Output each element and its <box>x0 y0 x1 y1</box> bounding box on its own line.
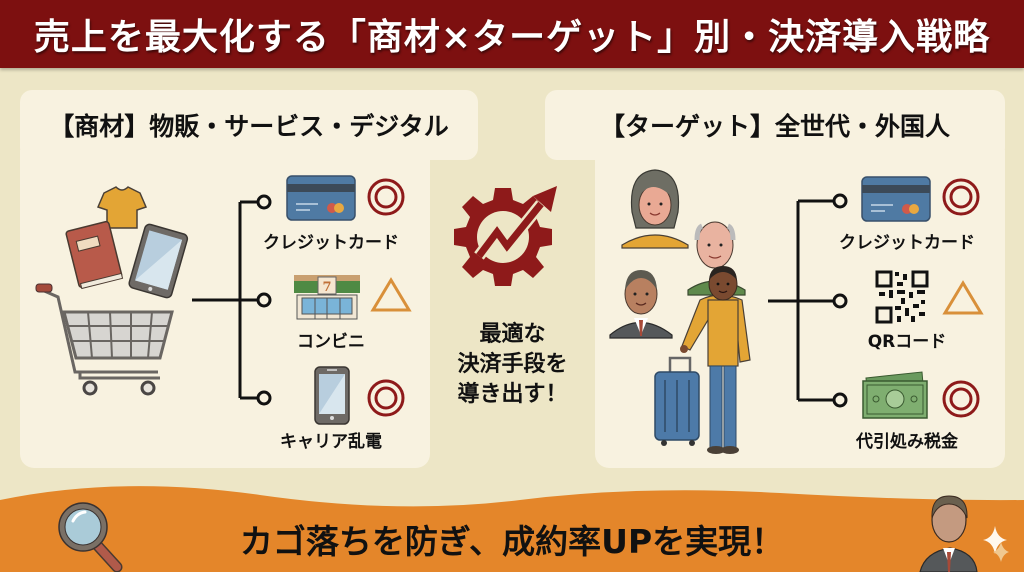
center-message-line: 決済手段を <box>457 352 568 377</box>
left-tree-connector <box>192 194 272 406</box>
tablet-icon <box>128 223 189 299</box>
right-tree-connector <box>768 193 848 408</box>
center-message: 最適な 決済手段を 導き出す！ <box>440 320 585 410</box>
center-message-line: 導き出す！ <box>457 382 568 407</box>
right-panel-title: 【ターゲット】全世代・外国人 <box>599 112 950 141</box>
shopping-cart-icon <box>35 283 174 396</box>
rating-triangle-icon <box>942 280 984 315</box>
t-shirt-icon <box>96 186 148 229</box>
left-method-credit-card-label: クレジットカード <box>263 233 399 253</box>
left-method-carrier-label: キャリア乱電 <box>280 432 382 452</box>
center-message-line: 最適な <box>479 322 546 347</box>
book-icon <box>65 220 124 290</box>
rating-double-circle-icon <box>942 178 980 216</box>
qr-code-icon <box>875 270 929 324</box>
businessman-sparkle-icon <box>919 495 1009 572</box>
woman-avatar <box>621 169 689 249</box>
left-panel-body <box>20 150 430 468</box>
footer-message: カゴ落ちを防ぎ、成約率UPを実現！ <box>239 522 785 561</box>
traveler-with-suitcase <box>680 266 751 454</box>
left-method-convenience-store-label: コンビニ <box>297 332 365 352</box>
left-panel-heading: 【商材】物販・サービス・デジタル <box>20 90 478 160</box>
magnifier-icon <box>58 502 123 572</box>
suitcase-icon <box>654 356 700 446</box>
rating-double-circle-icon <box>942 380 980 418</box>
businessman-avatar <box>609 270 673 339</box>
right-method-credit-card-label: クレジットカード <box>839 233 975 253</box>
left-panel-title: 【商材】物販・サービス・デジタル <box>49 112 449 141</box>
right-panel-heading: 【ターゲット】全世代・外国人 <box>545 90 1005 160</box>
right-method-cash-on-delivery-label: 代引処み税金 <box>856 432 958 452</box>
rating-double-circle-icon <box>367 379 405 417</box>
gear-growth-arrow-icon <box>454 186 557 286</box>
smartphone-icon <box>314 366 350 425</box>
title-bar: 売上を最大化する「商材×ターゲット」別・決済導入戦略 <box>0 0 1024 68</box>
rating-double-circle-icon <box>367 178 405 216</box>
credit-card-icon <box>861 176 931 222</box>
right-method-qr-code-label: QRコード <box>867 332 947 352</box>
cash-bills-icon <box>862 371 928 419</box>
credit-card-icon <box>286 175 356 221</box>
right-panel-illustration <box>609 169 984 454</box>
convenience-store-icon: 7 <box>294 275 360 320</box>
footer-banner <box>0 486 1024 572</box>
svg-text:7: 7 <box>322 280 331 295</box>
rating-triangle-icon <box>370 277 412 312</box>
page-title: 売上を最大化する「商材×ターゲット」別・決済導入戦略 <box>33 17 991 58</box>
left-panel-illustration: 7 <box>35 175 412 425</box>
